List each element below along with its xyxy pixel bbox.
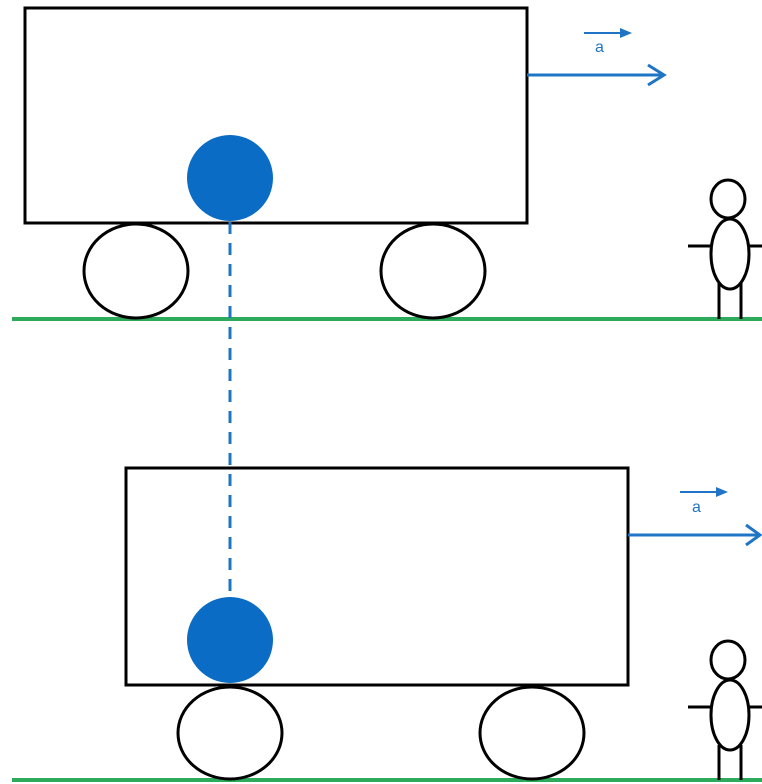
wheel-right xyxy=(379,222,487,320)
acceleration-label-text: a xyxy=(692,499,701,516)
wagon-body xyxy=(23,6,529,225)
acceleration-label: a xyxy=(584,28,632,56)
stick-figure-observer-icon xyxy=(688,178,762,319)
scene-bottom: a xyxy=(12,466,762,782)
wagon-body xyxy=(124,466,630,687)
stick-figure-observer-icon xyxy=(688,639,762,780)
ball xyxy=(187,597,273,683)
scene-top: a xyxy=(12,6,762,321)
wheel-left xyxy=(176,685,284,781)
ball xyxy=(187,135,273,221)
wheel-left xyxy=(82,222,190,320)
wheel-right xyxy=(478,685,586,781)
acceleration-arrow-icon xyxy=(527,63,667,87)
acceleration-arrow-icon xyxy=(628,523,762,547)
acceleration-label-text: a xyxy=(595,39,604,56)
acceleration-label: a xyxy=(680,487,728,516)
